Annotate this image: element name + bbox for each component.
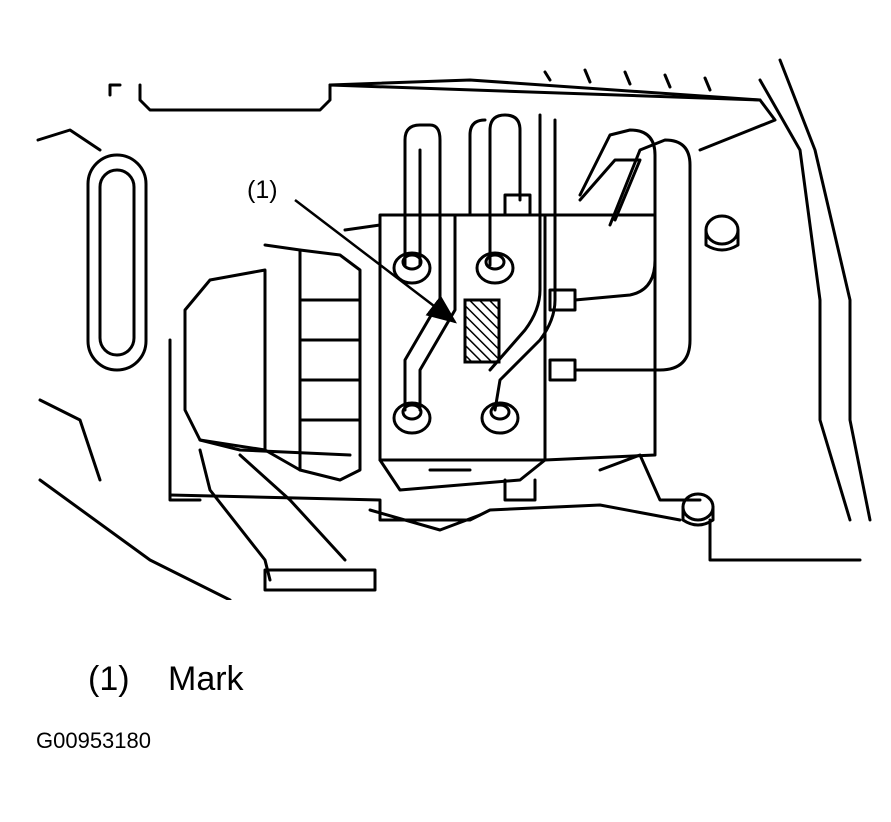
- callout-label-1: (1): [247, 176, 278, 204]
- oval-bracket: [86, 153, 148, 372]
- brake-pipes: [403, 113, 692, 412]
- motor-connector: [168, 243, 362, 502]
- legend-item-label: Mark: [168, 660, 244, 698]
- oval-bracket-inner: [98, 168, 136, 357]
- figure-id: G00953180: [36, 728, 151, 753]
- mounting-bolts: [503, 214, 740, 527]
- mark-hatched-area: [463, 298, 501, 364]
- callout-leader-arrow: [294, 199, 457, 324]
- body-panel-lines: [36, 58, 872, 600]
- legend-item-number: (1): [88, 660, 130, 698]
- mounting-bracket: [168, 448, 702, 592]
- legend: (1) Mark: [88, 660, 244, 699]
- abs-hydraulic-unit-illustration: [36, 58, 872, 600]
- pipe-fittings: [392, 193, 532, 435]
